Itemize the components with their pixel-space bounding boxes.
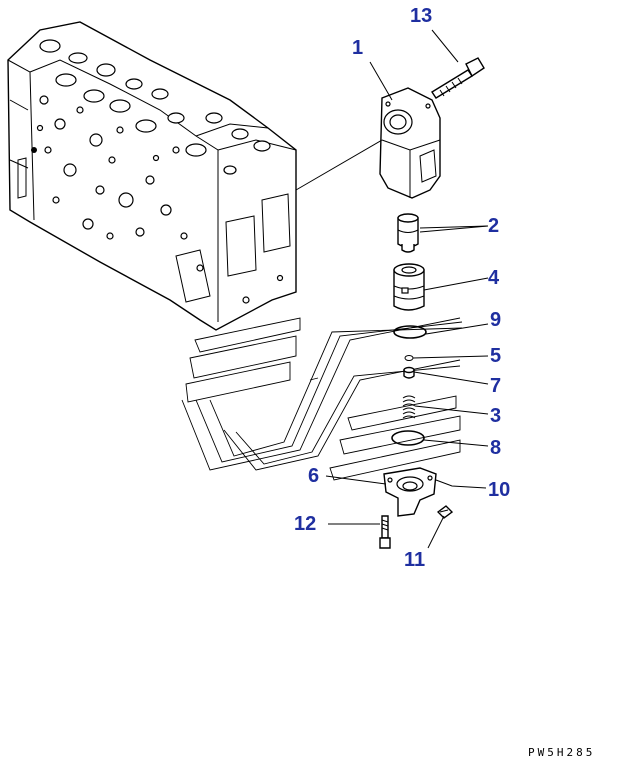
callout-12: 12 [294,513,316,535]
bolt-part-12 [379,515,391,549]
cover-part-6 [383,467,437,517]
callout-1: 1 [352,37,363,59]
callout-labels: 1 2 3 4 5 6 7 8 9 10 11 12 13 [294,5,510,571]
watermark-logo [181,317,463,481]
callout-8: 8 [490,437,501,459]
callout-11: 11 [404,549,425,571]
callout-13: 13 [410,5,432,27]
callout-4: 4 [488,267,500,289]
ring-part-5 [404,355,414,361]
callout-5: 5 [490,345,501,367]
o-ring-part-9 [393,325,427,339]
callout-7: 7 [490,375,501,397]
callout-10: 10 [488,479,510,501]
valve-body-part-1 [379,87,441,199]
plug-part-11 [436,505,454,519]
leader-lines [295,29,489,549]
o-ring-part-8 [391,430,425,446]
bolt-part-13 [431,57,485,99]
sleeve-part-4 [393,263,425,311]
piston-part-2 [397,213,419,253]
callout-9: 9 [490,309,501,331]
seat-part-7 [403,366,415,379]
spring-part-3 [402,395,416,419]
control-valve-block [7,21,297,331]
callout-6: 6 [308,465,319,487]
callout-2: 2 [488,215,499,237]
drawing-code: PW5H285 [528,746,595,759]
callout-3: 3 [490,405,501,427]
